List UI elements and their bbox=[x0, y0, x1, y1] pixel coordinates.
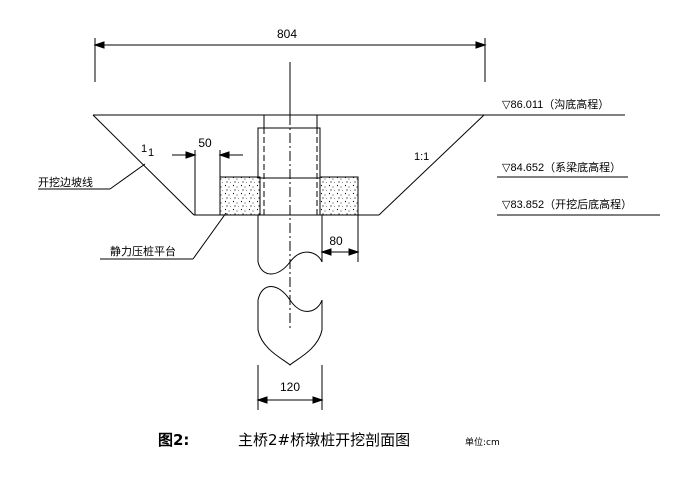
wall-gap-dimension bbox=[172, 150, 243, 215]
elevation-leaders bbox=[484, 114, 660, 216]
cap-ext-label: 80 bbox=[329, 234, 343, 248]
pile-dia-label: 120 bbox=[280, 380, 300, 394]
pier-column bbox=[257, 115, 321, 215]
slope-right-label: 1:1 bbox=[414, 151, 429, 163]
top-dimension bbox=[93, 38, 487, 82]
pile-cap-right bbox=[319, 176, 359, 216]
wall-gap-label: 50 bbox=[198, 136, 212, 150]
slope-line-label: 开挖边坡线 bbox=[38, 175, 93, 189]
pile-shaft-upper bbox=[257, 215, 323, 275]
elevation-3: ▽83.852（开挖后底高程） bbox=[502, 197, 632, 211]
cap-ext-dimension bbox=[320, 215, 360, 262]
pile-dia-dimension bbox=[256, 365, 324, 410]
top-dimension-label: 804 bbox=[277, 27, 297, 41]
slope-left-sub: 1 bbox=[148, 147, 154, 159]
slope-left-label: 1 bbox=[141, 143, 147, 155]
slope-line-leader bbox=[38, 163, 146, 190]
figure-unit: 单位:cm bbox=[465, 436, 500, 448]
trench-outline bbox=[92, 114, 485, 216]
platform-label: 静力压桩平台 bbox=[110, 244, 176, 258]
pile-cap-left bbox=[219, 176, 261, 216]
elevation-marks: ▽86.011（沟底高程） ▽84.652（系梁底高程） ▽83.852（开挖后… bbox=[502, 97, 632, 211]
figure-number: 图2: bbox=[158, 431, 189, 449]
figure-title: 主桥2#桥墩桩开挖剖面图 bbox=[238, 431, 410, 449]
platform-leader bbox=[100, 212, 227, 260]
elevation-1: ▽86.011（沟底高程） bbox=[502, 97, 609, 111]
pile-shaft-lower bbox=[257, 286, 323, 366]
elevation-2: ▽84.652（系梁底高程） bbox=[502, 160, 621, 174]
